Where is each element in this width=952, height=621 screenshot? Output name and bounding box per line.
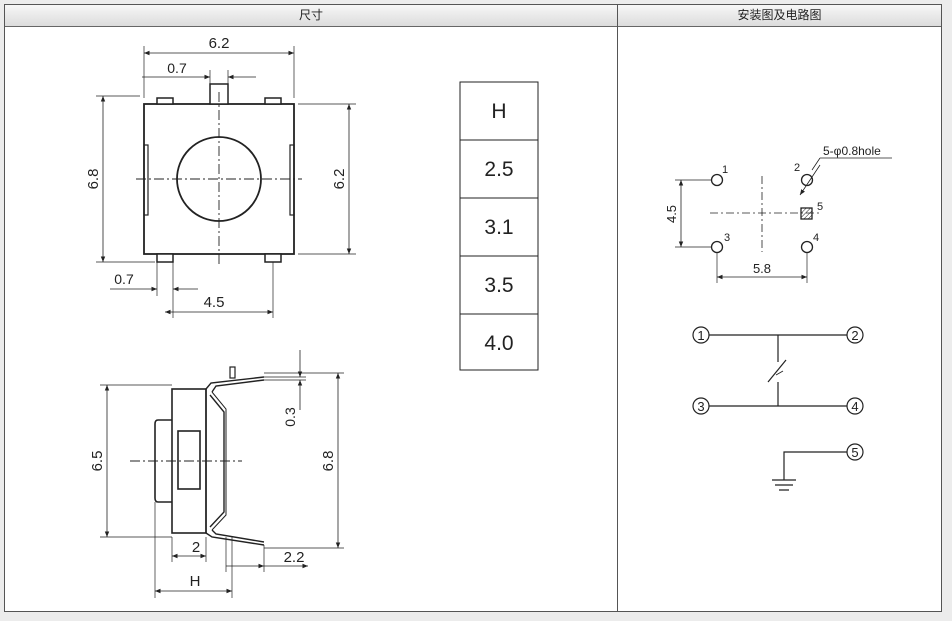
side-lead-top bbox=[205, 376, 265, 393]
side-view bbox=[100, 350, 344, 598]
circuit-pin-label: 5 bbox=[851, 445, 858, 460]
lead-top-left bbox=[156, 97, 174, 105]
dim-side-lead-thick: 0.3 bbox=[282, 407, 298, 427]
side-tab-left bbox=[143, 144, 149, 216]
footprint-pin-label: 2 bbox=[794, 162, 800, 174]
dim-front-pitch: 4.5 bbox=[204, 294, 225, 311]
dim-front-lead-top: 0.7 bbox=[167, 60, 187, 76]
dim-side-total: 6.8 bbox=[320, 451, 337, 472]
side-tab-right bbox=[289, 144, 295, 216]
footprint-pin-label: 4 bbox=[813, 232, 819, 244]
footprint-pin-label: 5 bbox=[817, 201, 823, 213]
hole-3 bbox=[710, 240, 724, 254]
terminal-3 bbox=[692, 397, 710, 415]
side-top-pin bbox=[229, 366, 236, 379]
footprint bbox=[675, 157, 892, 283]
dim-front-inner: 6.2 bbox=[331, 169, 348, 190]
side-inner-window bbox=[177, 430, 201, 490]
circuit-pin-label: 1 bbox=[697, 328, 704, 343]
table-cell: 3.1 bbox=[484, 216, 513, 239]
lead-top-right bbox=[264, 97, 282, 105]
dim-side-h: H bbox=[190, 573, 201, 590]
footprint-pin-label: 1 bbox=[722, 164, 728, 176]
circuit-pin-label: 4 bbox=[851, 399, 858, 414]
dim-footprint-vertical: 4.5 bbox=[664, 205, 679, 223]
table-header-h: H bbox=[491, 100, 506, 123]
lead-bottom-right bbox=[264, 253, 282, 263]
hole-2 bbox=[800, 173, 814, 187]
circuit-pin-label: 3 bbox=[697, 399, 704, 414]
header-install-circuit: 安装图及电路图 bbox=[618, 5, 941, 27]
ground-symbol bbox=[772, 451, 847, 491]
switch-lever bbox=[767, 359, 787, 383]
table-cell: 2.5 bbox=[484, 158, 513, 181]
hole-5 bbox=[800, 207, 813, 220]
footprint-pin-label: 3 bbox=[724, 232, 730, 244]
table-cell: 3.5 bbox=[484, 274, 513, 297]
header-dimensions: 尺寸 bbox=[5, 5, 617, 27]
dim-front-width: 6.2 bbox=[209, 35, 230, 52]
hole-1 bbox=[710, 173, 724, 187]
height-table bbox=[459, 81, 539, 371]
hole-note: 5-φ0.8hole bbox=[823, 144, 881, 158]
panel-divider bbox=[617, 5, 618, 611]
hole-4 bbox=[800, 240, 814, 254]
terminal-1 bbox=[692, 326, 710, 344]
lead-bottom-left bbox=[156, 253, 174, 263]
dim-front-lead-bottom: 0.7 bbox=[114, 271, 134, 287]
terminal-4 bbox=[846, 397, 864, 415]
circuit-pin-label: 2 bbox=[851, 328, 858, 343]
side-lead-bottom bbox=[205, 529, 265, 546]
dim-side-height: 6.5 bbox=[89, 451, 106, 472]
dim-front-height: 6.8 bbox=[85, 169, 102, 190]
table-cell: 4.0 bbox=[484, 332, 513, 355]
terminal-2 bbox=[846, 326, 864, 344]
dim-side-body: 2 bbox=[192, 539, 200, 556]
circuit-schematic bbox=[692, 326, 864, 491]
dim-side-lead-len: 2.2 bbox=[284, 549, 305, 566]
dim-footprint-horizontal: 5.8 bbox=[753, 261, 771, 276]
front-view bbox=[96, 46, 356, 318]
